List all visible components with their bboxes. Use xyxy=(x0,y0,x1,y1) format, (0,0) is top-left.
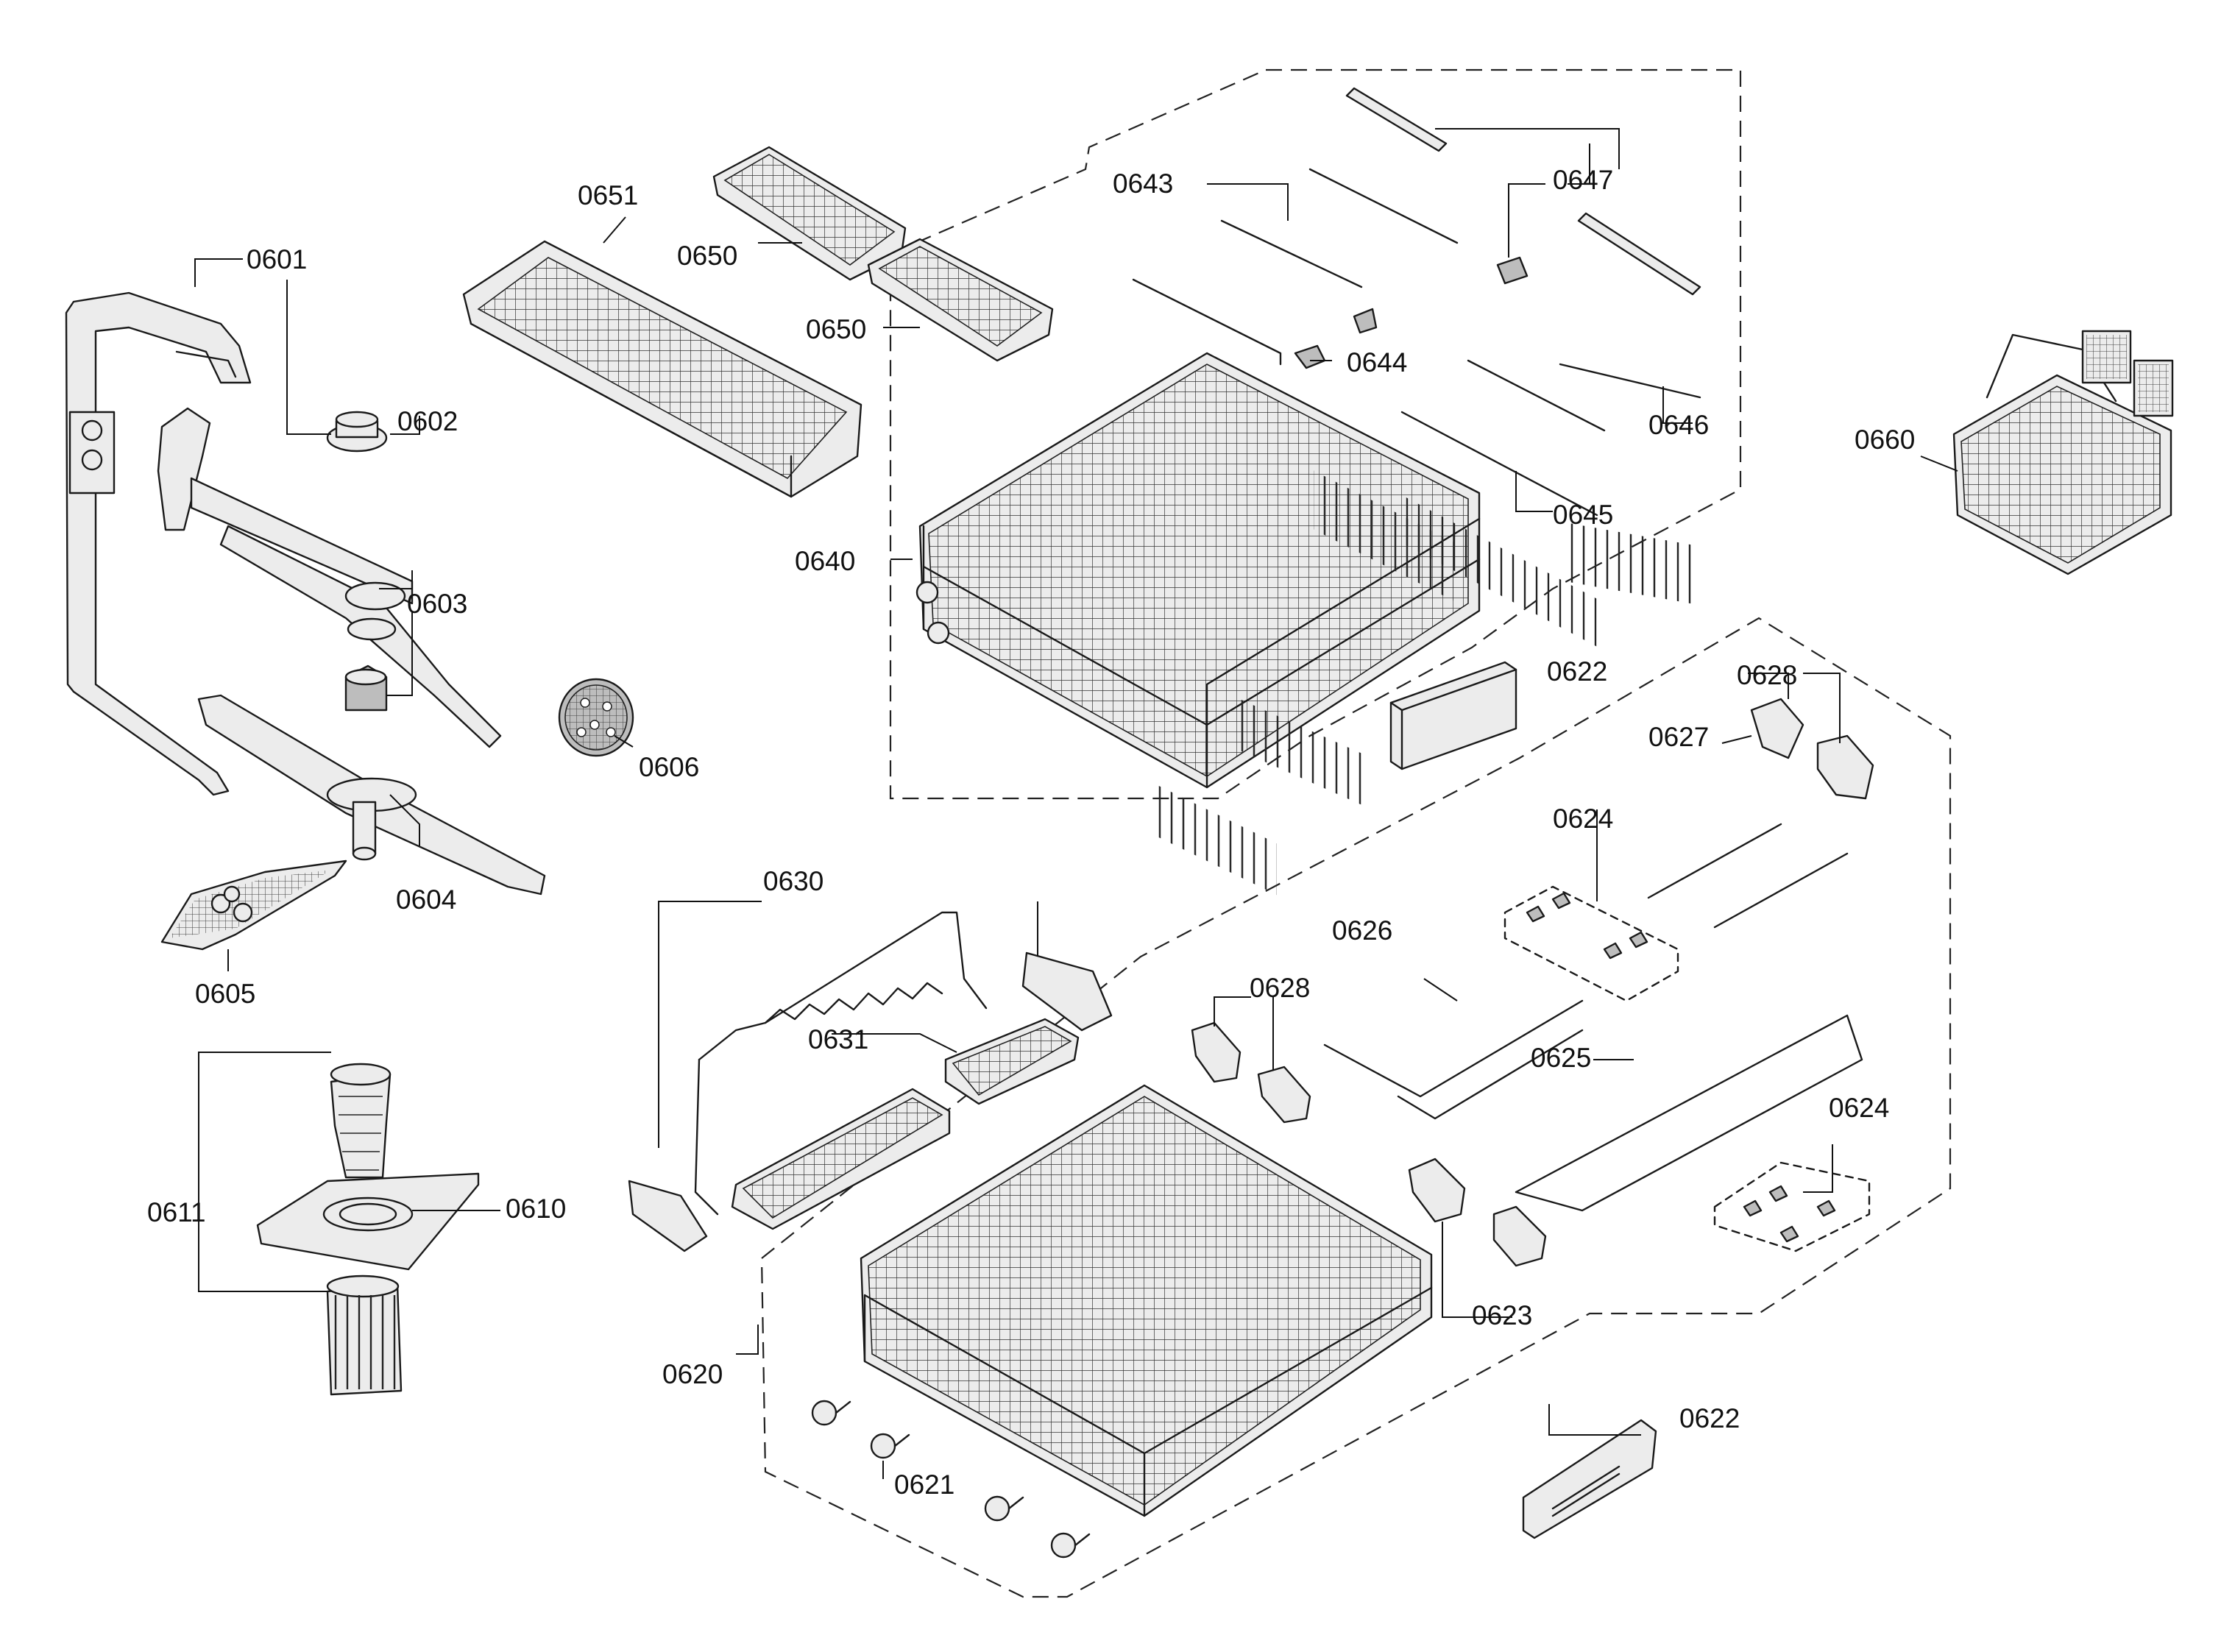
handle-0622-lower xyxy=(1522,1419,1657,1539)
tine-row-0645 xyxy=(1400,359,1606,647)
tine-rack-0625 xyxy=(1515,1014,1863,1212)
label-0627: 0627 xyxy=(1648,722,1709,752)
label-0622-lower: 0622 xyxy=(1679,1403,1740,1433)
label-0646: 0646 xyxy=(1648,410,1709,440)
label-0625: 0625 xyxy=(1531,1043,1591,1073)
label-0606: 0606 xyxy=(639,752,699,782)
upper-spray-arm-0603 xyxy=(157,407,502,748)
label-0624-upper: 0624 xyxy=(1553,804,1613,834)
clip-0628-mid xyxy=(1191,1021,1311,1124)
cutlery-basket-0660 xyxy=(1952,330,2174,575)
roller-wheel-0621 xyxy=(811,1400,1091,1559)
label-0651: 0651 xyxy=(578,180,638,210)
lower-basket-0620 xyxy=(860,1084,1433,1517)
micro-filter-plate-0610 xyxy=(256,1172,480,1271)
label-0640: 0640 xyxy=(795,546,855,576)
label-0621: 0621 xyxy=(894,1470,954,1500)
supply-pipe-0601 xyxy=(65,291,252,796)
label-0630: 0630 xyxy=(763,866,823,896)
tine-row-0646 xyxy=(1308,168,1701,606)
label-0650-bottom: 0650 xyxy=(806,314,866,344)
lower-basket-group-boundary xyxy=(760,617,1952,1598)
clip-0623 xyxy=(1408,1158,1547,1267)
tray-insert-0650-top xyxy=(712,146,907,281)
label-0628-right: 0628 xyxy=(1737,660,1797,690)
label-0622-upper: 0622 xyxy=(1547,656,1607,687)
label-0602: 0602 xyxy=(397,406,458,436)
label-0644: 0644 xyxy=(1347,347,1407,377)
tine-row-0643 xyxy=(1132,219,1363,896)
label-0603: 0603 xyxy=(407,589,467,619)
lower-spray-arm-0604 xyxy=(197,694,546,896)
label-0626: 0626 xyxy=(1332,915,1392,946)
label-0643: 0643 xyxy=(1113,169,1173,199)
label-0605: 0605 xyxy=(195,979,255,1009)
upper-basket-0640 xyxy=(915,352,1481,789)
filter-cylinder-0611 xyxy=(326,1063,403,1396)
label-0611: 0611 xyxy=(147,1197,206,1227)
label-0647: 0647 xyxy=(1553,165,1613,195)
label-0624-lower: 0624 xyxy=(1829,1093,1889,1123)
rack-insert-0631 xyxy=(731,1018,1080,1230)
label-0628-mid: 0628 xyxy=(1250,973,1310,1003)
label-0620: 0620 xyxy=(662,1359,723,1389)
label-0604: 0604 xyxy=(396,885,456,915)
label-0631: 0631 xyxy=(808,1024,868,1054)
cutlery-tray-0651 xyxy=(462,240,863,498)
label-0660: 0660 xyxy=(1855,425,1915,455)
upper-basket-group-boundary xyxy=(889,68,1742,800)
tine-rack-0627 xyxy=(1647,823,1849,929)
clip-set-0624-lower xyxy=(1713,1161,1871,1252)
tine-rack-0626 xyxy=(1323,999,1584,1120)
label-0645: 0645 xyxy=(1553,500,1613,530)
leader-lines xyxy=(194,128,1958,1479)
clip-0644 xyxy=(1294,308,1378,369)
label-0601: 0601 xyxy=(247,244,307,274)
tray-insert-0650-bottom xyxy=(867,238,1054,362)
clip-set-0624-upper xyxy=(1503,885,1679,1002)
tine-row-0630 xyxy=(628,911,1113,1252)
handle-0622-upper xyxy=(1389,661,1517,770)
clip-0628-right xyxy=(1750,698,1874,800)
strainer-disc-0606 xyxy=(558,678,634,757)
nozzle-cap-0602 xyxy=(326,411,388,453)
filter-cover-0605 xyxy=(160,859,347,951)
label-0610: 0610 xyxy=(506,1194,566,1224)
support-0647 xyxy=(1345,87,1701,296)
label-0650-top: 0650 xyxy=(677,241,737,271)
label-0623: 0623 xyxy=(1472,1300,1532,1330)
